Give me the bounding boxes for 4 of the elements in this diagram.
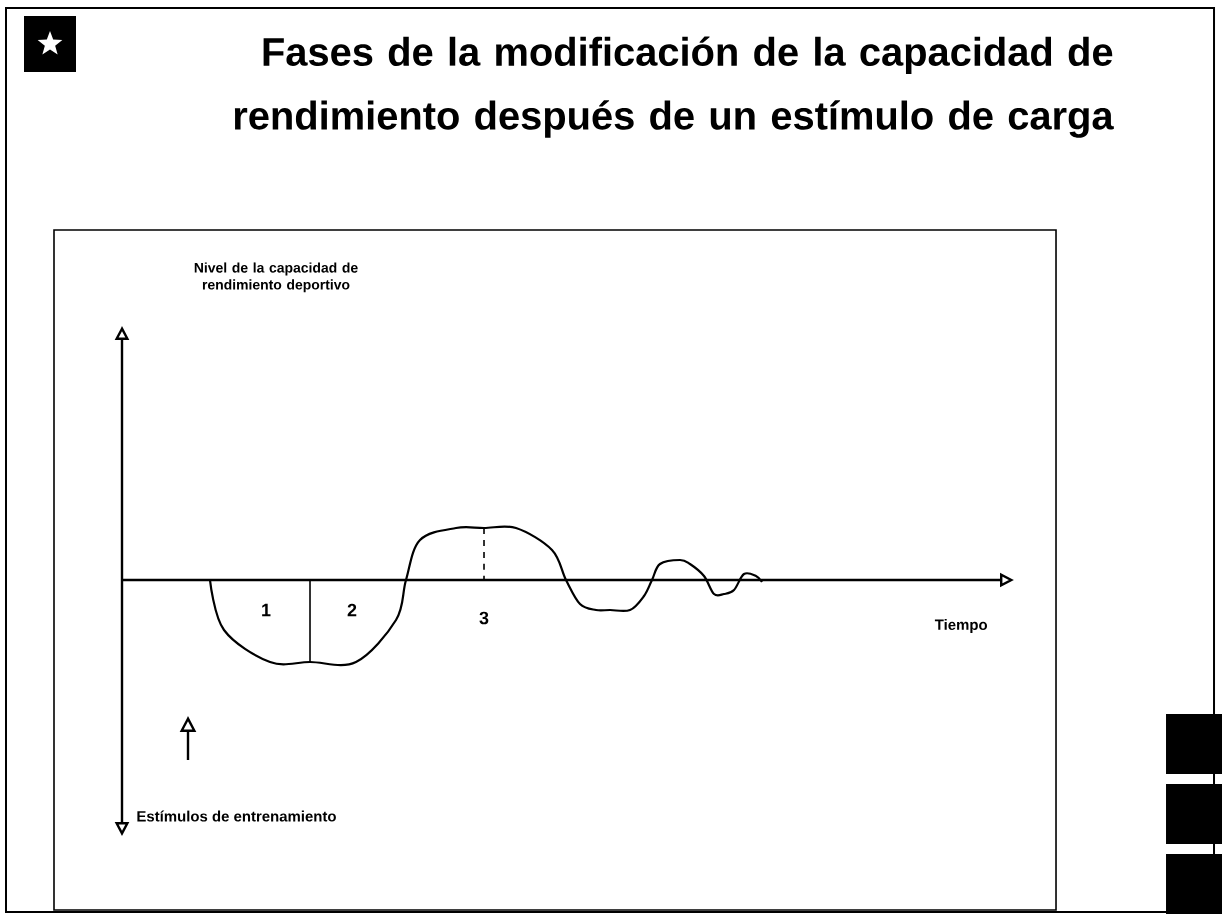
phase-number: 3 — [479, 611, 489, 625]
phase-number: 1 — [262, 603, 271, 617]
phase-number: 2 — [347, 603, 357, 617]
title: Fases de la modificación de la capacidad de rendimiento después de un estímulo de carga — [234, 36, 1114, 138]
